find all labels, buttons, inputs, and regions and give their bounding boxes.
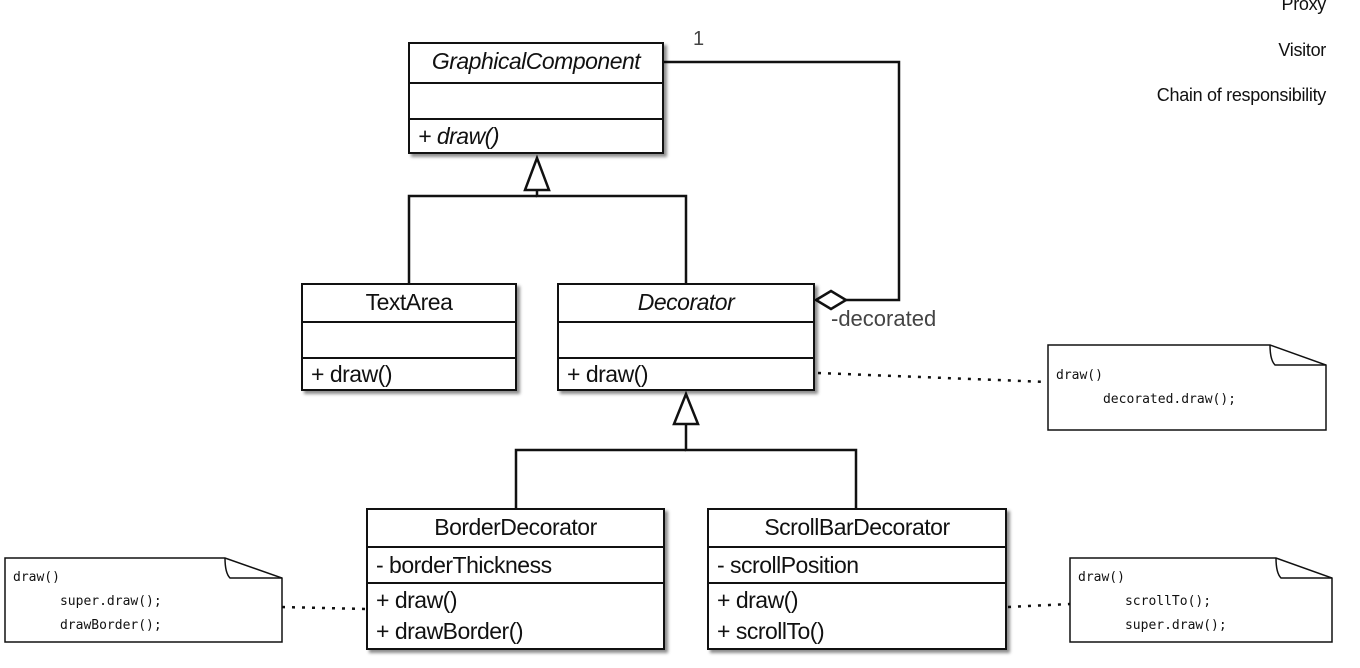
multiplicity-label: 1 xyxy=(693,28,705,50)
class-graphical-component[interactable]: GraphicalComponent + draw() xyxy=(408,42,664,154)
note-shape-border xyxy=(4,557,283,643)
class-attribute: - borderThickness xyxy=(368,546,663,582)
generalization-line-textarea xyxy=(407,194,537,284)
class-decorator[interactable]: Decorator + draw() xyxy=(557,283,815,391)
class-scrollbar-decorator[interactable]: ScrollBarDecorator - scrollPosition + dr… xyxy=(707,508,1007,650)
generalization-line-border xyxy=(514,448,686,510)
class-operations: + draw() + drawBorder() xyxy=(368,582,663,648)
generalization-arrowhead-mid xyxy=(672,390,700,426)
class-operation: + draw() xyxy=(717,587,799,613)
note-shape-decorator xyxy=(1047,344,1327,431)
class-border-decorator[interactable]: BorderDecorator - borderThickness + draw… xyxy=(366,508,665,650)
class-operation: + drawBorder() xyxy=(376,618,524,644)
class-name: Decorator xyxy=(637,289,735,315)
class-name: TextArea xyxy=(365,289,453,315)
class-operations: + draw() + scrollTo() xyxy=(709,582,1005,648)
class-attributes xyxy=(559,321,813,357)
side-list-item-proxy: Proxy xyxy=(1281,0,1326,14)
note-link-decorator xyxy=(817,371,1049,384)
note-link-scroll xyxy=(1007,602,1071,609)
class-operation: + draw() xyxy=(410,118,662,152)
role-label: -decorated xyxy=(831,306,937,331)
class-name: GraphicalComponent xyxy=(431,48,641,74)
class-name: ScrollBarDecorator xyxy=(764,514,950,540)
note-decorator-draw: draw() decorated.draw(); xyxy=(1056,368,1237,407)
class-attributes xyxy=(410,82,662,118)
generalization-line-scroll xyxy=(684,424,858,510)
aggregation-line xyxy=(663,60,901,302)
aggregation-diamond xyxy=(813,289,849,311)
class-attributes xyxy=(303,321,515,357)
generalization-arrowhead-top xyxy=(523,154,551,192)
side-list-item-visitor: Visitor xyxy=(1278,40,1326,60)
class-operation: + draw() xyxy=(303,357,515,389)
class-operation: + scrollTo() xyxy=(717,618,825,644)
note-border-draw: draw() super.draw(); drawBorder(); xyxy=(13,570,162,633)
class-text-area[interactable]: TextArea + draw() xyxy=(301,283,517,391)
note-scroll-draw: draw() scrollTo(); super.draw(); xyxy=(1078,570,1227,633)
class-operation: + draw() xyxy=(376,587,458,613)
side-list-item-chain: Chain of responsibility xyxy=(1156,85,1327,105)
generalization-line-decorator xyxy=(535,190,688,284)
class-attribute: - scrollPosition xyxy=(709,546,1005,582)
note-shape-scroll xyxy=(1069,557,1333,643)
class-name: BorderDecorator xyxy=(434,514,597,540)
note-link-border xyxy=(281,605,366,611)
class-operation: + draw() xyxy=(559,357,813,389)
